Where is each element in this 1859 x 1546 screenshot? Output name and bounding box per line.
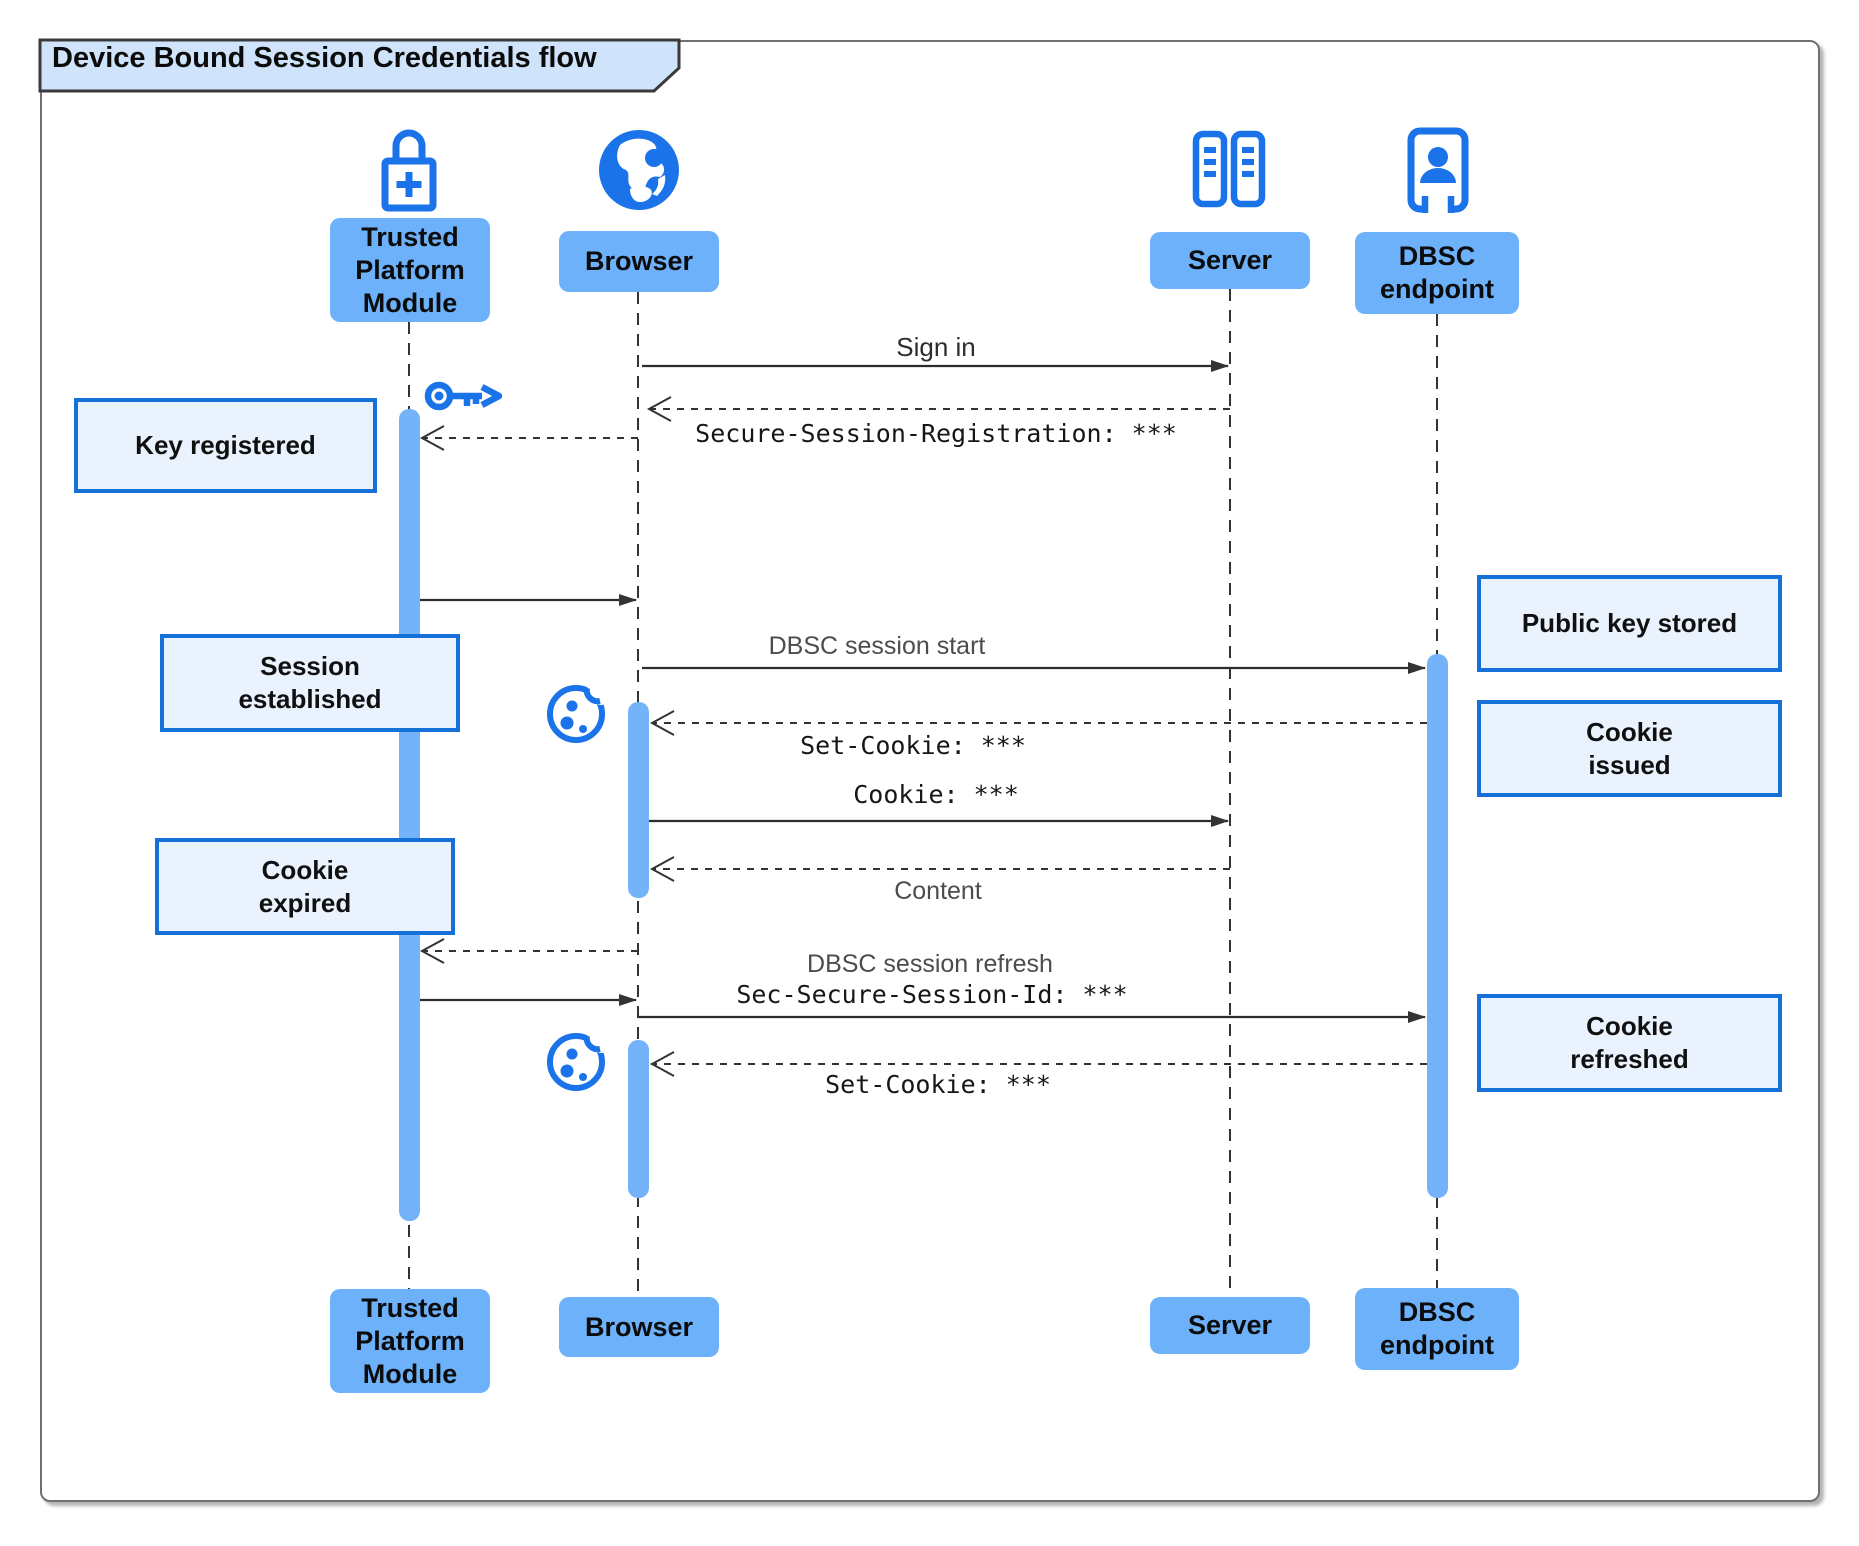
message-set-cookie-1: Set-Cookie: *** <box>800 731 1026 760</box>
key-icon <box>424 381 503 411</box>
message-set-cookie-2: Set-Cookie: *** <box>825 1070 1051 1099</box>
actor-bottom-tpm: Trusted Platform Module <box>330 1289 490 1393</box>
actor-bottom-dbsc-endpoint: DBSC endpoint <box>1355 1288 1519 1370</box>
note-public-key-stored: Public key stored <box>1477 575 1782 672</box>
server-racks-icon <box>1192 130 1266 208</box>
note-cookie-refreshed: Cookie refreshed <box>1477 994 1782 1092</box>
note-cookie-expired: Cookie expired <box>155 838 455 935</box>
title-tab <box>38 38 681 93</box>
actor-top-browser: Browser <box>559 231 719 292</box>
lock-plus-icon <box>381 129 437 212</box>
title-tab-shape <box>38 38 681 93</box>
actor-bottom-browser: Browser <box>559 1297 719 1357</box>
cookie-icon <box>547 1026 611 1091</box>
message-sec-secure-session-id: Sec-Secure-Session-Id: *** <box>736 980 1128 1009</box>
globe-icon <box>599 130 679 210</box>
message-secure-session-registration: Secure-Session-Registration: *** <box>695 419 1177 448</box>
diagram-title: Device Bound Session Credentials flow <box>52 42 597 74</box>
activation-bar-tpm <box>399 409 420 1221</box>
actor-bottom-server: Server <box>1150 1297 1310 1354</box>
note-session-established: Session established <box>160 634 460 732</box>
actor-top-server: Server <box>1150 232 1310 289</box>
cookie-icon <box>547 678 611 743</box>
message-dbsc-session-start: DBSC session start <box>768 632 986 660</box>
message-content: Content <box>894 877 982 905</box>
activation-bar-browser-2 <box>628 1040 649 1198</box>
actor-top-tpm: Trusted Platform Module <box>330 218 490 322</box>
note-key-registered: Key registered <box>74 398 377 493</box>
activation-bar-browser-1 <box>628 702 649 898</box>
door-person-icon <box>1407 127 1469 214</box>
message-dbsc-session-refresh: DBSC session refresh <box>807 950 1053 978</box>
message-sign-in: Sign in <box>896 332 976 362</box>
note-cookie-issued: Cookie issued <box>1477 700 1782 797</box>
activation-bar-dbsc <box>1427 654 1448 1198</box>
actor-top-dbsc-endpoint: DBSC endpoint <box>1355 232 1519 314</box>
message-cookie: Cookie: *** <box>853 780 1019 809</box>
